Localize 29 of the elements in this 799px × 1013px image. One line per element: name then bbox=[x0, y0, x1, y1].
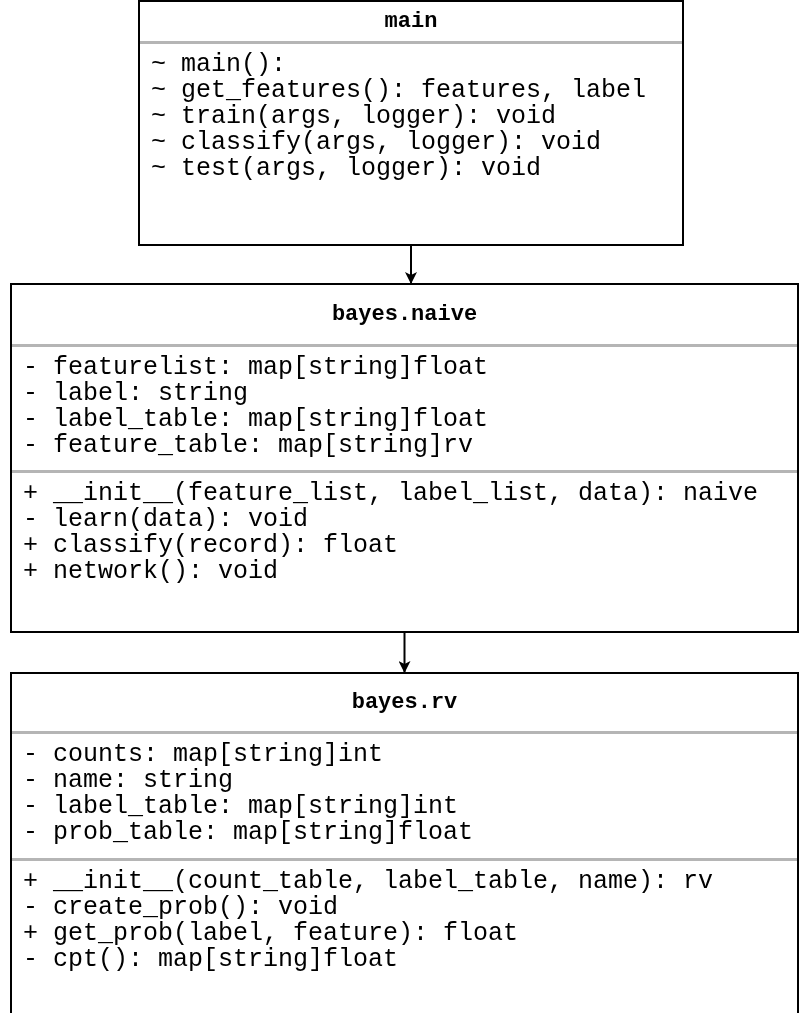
class-member: + get_prob(label, feature): float bbox=[23, 921, 520, 947]
class-member: + network(): void bbox=[23, 559, 280, 585]
class-box bbox=[138, 0, 684, 246]
arrow bbox=[405, 245, 417, 284]
class-member: - counts: map[string]int bbox=[23, 742, 385, 768]
class-member: + __init__(count_table, label_table, name): rv bbox=[23, 869, 715, 895]
class-member: - prob_table: map[string]float bbox=[23, 820, 475, 846]
class-box bbox=[10, 672, 799, 1013]
class-name: bayes.rv bbox=[351, 689, 458, 717]
class-member: ~ classify(args, logger): void bbox=[151, 130, 603, 156]
class-member: ~ get_features(): features, label bbox=[151, 78, 648, 104]
class-box bbox=[10, 283, 799, 633]
class-member: + classify(record): float bbox=[23, 533, 400, 559]
class-member: - feature_table: map[string]rv bbox=[23, 433, 475, 459]
class-member: - label_table: map[string]int bbox=[23, 794, 459, 820]
class-member: - name: string bbox=[23, 768, 235, 794]
class-name: main bbox=[384, 8, 438, 36]
class-member: ~ test(args, logger): void bbox=[151, 156, 543, 182]
class-member: - learn(data): void bbox=[23, 507, 310, 533]
class-member: - create_prob(): void bbox=[23, 895, 339, 921]
class-member: - label_table: map[string]float bbox=[23, 407, 490, 433]
class-member: - featurelist: map[string]float bbox=[23, 355, 490, 381]
class-name: bayes.naive bbox=[331, 301, 478, 329]
class-member: - cpt(): map[string]float bbox=[23, 947, 400, 973]
arrow bbox=[398, 632, 411, 673]
class-member: + __init__(feature_list, label_list, data): naive bbox=[23, 481, 760, 507]
class-member: - label: string bbox=[23, 381, 249, 407]
class-member: ~ train(args, logger): void bbox=[151, 104, 557, 130]
class-member: ~ main(): bbox=[151, 52, 287, 78]
